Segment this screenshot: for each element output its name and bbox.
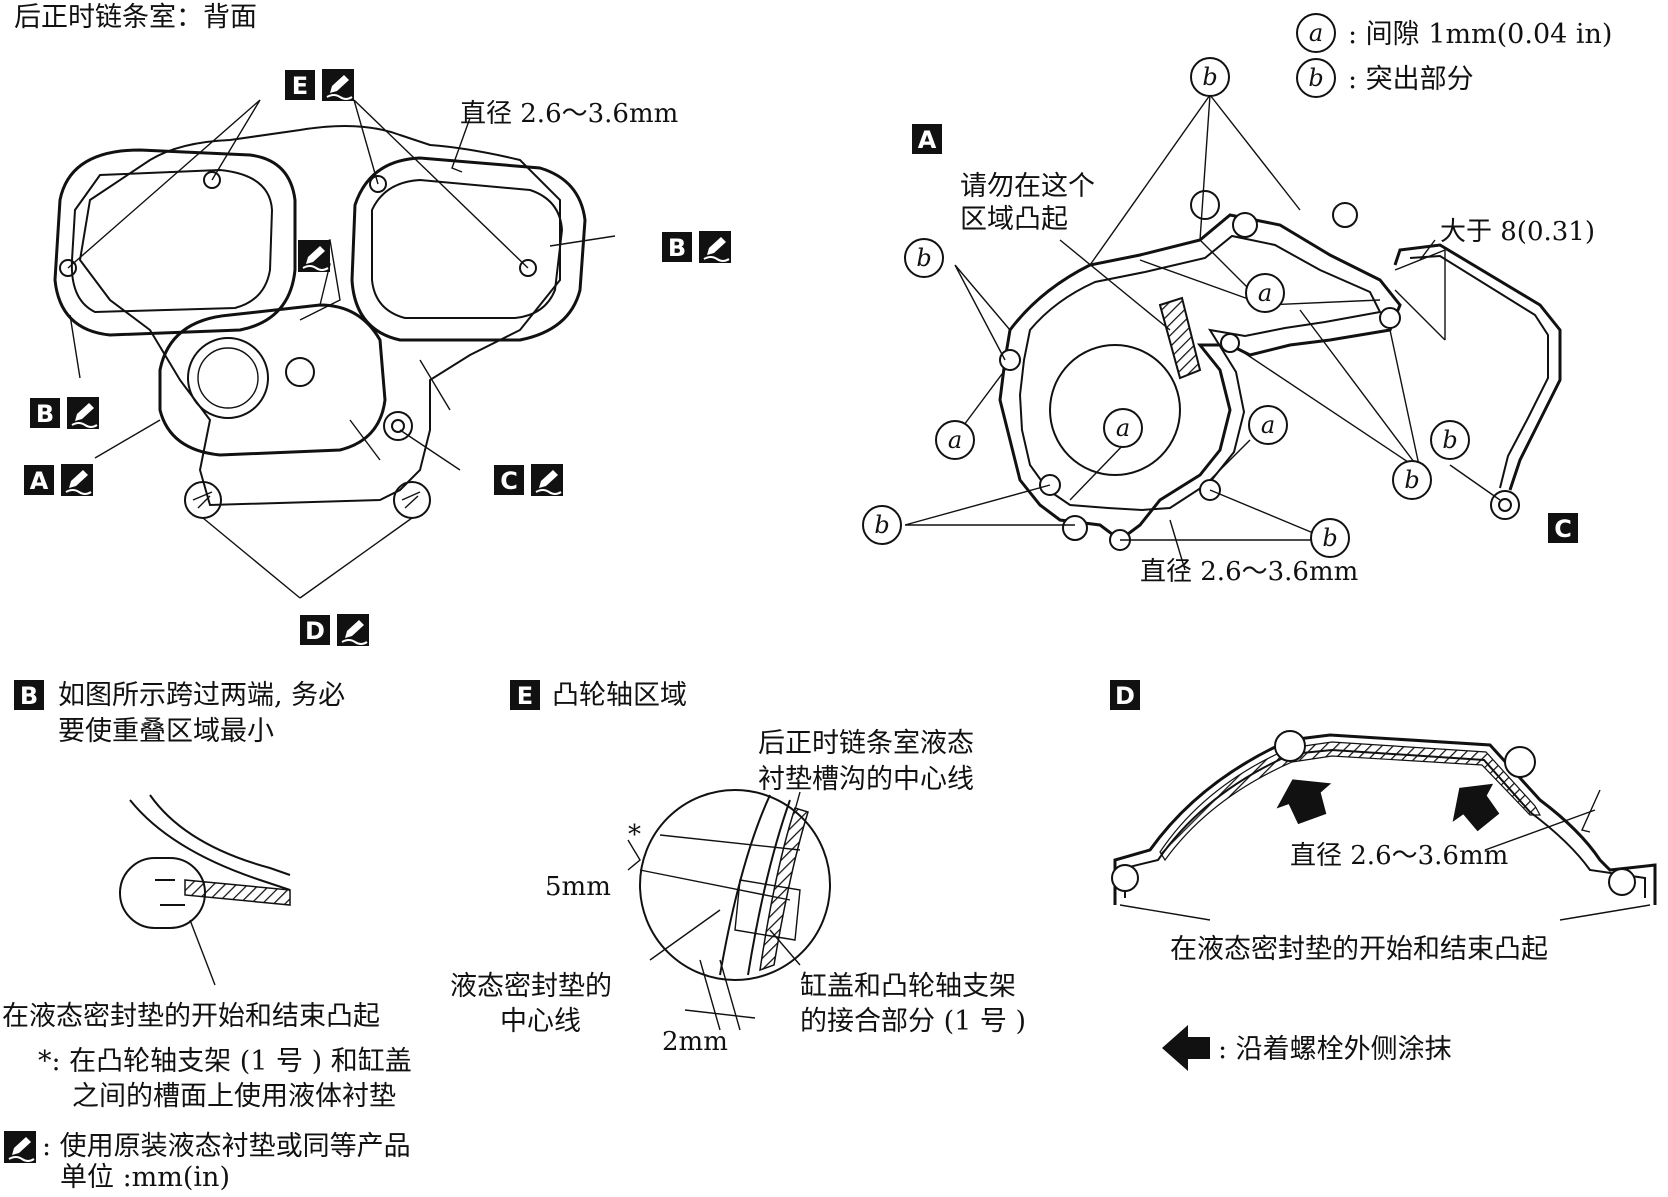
detail-d-diameter-label: 直径 2.6～3.6mm — [1290, 841, 1508, 871]
genuine-gasket-note: : 使用原装液态衬垫或同等产品 — [42, 1131, 411, 1162]
liquid-gasket-icon — [3, 1130, 37, 1164]
main-view-leaders — [67, 99, 616, 599]
liquid-gasket-icon — [336, 613, 370, 647]
liquid-gasket-icon — [60, 463, 94, 497]
detail-a-marker-b-top: b — [1190, 57, 1230, 97]
callout-E-letter: E — [517, 682, 533, 710]
svg-text:a: a — [948, 426, 962, 454]
svg-text:a: a — [1261, 411, 1275, 439]
detail-b-heading-1: 如图所示跨过两端, 务必 — [58, 680, 345, 711]
detail-e-dim-5mm: 5mm — [545, 872, 611, 902]
callout-D-letter: D — [305, 617, 325, 645]
legend-b-text: : 突出部分 — [1348, 64, 1474, 95]
detail-b-heading-2: 要使重叠区域最小 — [58, 716, 274, 747]
arrow-left-icon — [1162, 1025, 1210, 1071]
callout-D-letter: D — [1115, 682, 1135, 710]
apply-outside-arrow-icon — [1276, 779, 1332, 825]
detail-e-header: E 凸轮轴区域 — [510, 680, 687, 711]
callout-E-letter: E — [292, 72, 308, 100]
callout-C-letter: C — [1554, 515, 1572, 543]
callout-C-main: C — [494, 463, 564, 497]
callout-B-letter: B — [36, 400, 54, 428]
liquid-gasket-icon — [321, 68, 355, 102]
legend-a: a : 间隙 1mm(0.04 in) — [1296, 13, 1612, 53]
callout-B-letter: B — [668, 234, 686, 262]
callout-B-main-left: B — [30, 396, 100, 430]
arrow-legend-text: : 沿着螺栓外侧涂抹 — [1218, 1034, 1452, 1065]
greater-than-label: 大于 8(0.31) — [1440, 217, 1595, 247]
detail-a-marker-b-right: b — [1392, 460, 1432, 500]
detail-e-joint-label-2: 的接合部分 (1 号 ) — [800, 1006, 1026, 1037]
legend-a-text: : 间隙 1mm(0.04 in) — [1348, 19, 1612, 50]
callout-C-letter: C — [500, 467, 518, 495]
legend-a-key: a — [1309, 19, 1323, 47]
detail-d-drawing — [1111, 730, 1657, 921]
callout-B-letter: B — [20, 682, 38, 710]
svg-text:b: b — [1404, 466, 1419, 494]
detail-a-leaders — [904, 94, 1501, 571]
svg-text:b: b — [1322, 524, 1337, 552]
callout-C-detail: C — [1548, 513, 1578, 543]
svg-text:a: a — [1116, 414, 1130, 442]
detail-a-marker-b-bottom-left: b — [862, 505, 902, 545]
units-note: 单位 :mm(in) — [60, 1162, 230, 1193]
legend-b-key: b — [1308, 64, 1323, 92]
callout-D-main: D — [300, 613, 370, 647]
detail-b-header: B 如图所示跨过两端, 务必 要使重叠区域最小 — [14, 680, 345, 747]
svg-text:b: b — [874, 511, 889, 539]
detail-d-caption: 在液态密封垫的开始和结束凸起 — [1170, 934, 1548, 965]
svg-text:b: b — [916, 244, 931, 272]
detail-e-gasket-centerline-1: 液态密封垫的 — [450, 971, 612, 1002]
detail-a-marker-b-c: b — [1430, 420, 1470, 460]
callout-A-letter: A — [30, 467, 49, 495]
liquid-gasket-icon — [698, 230, 732, 264]
detail-a-diameter-label: 直径 2.6～3.6mm — [1140, 557, 1358, 587]
callout-B-main-right: B — [662, 230, 732, 264]
detail-a-marker-a-right: a — [1248, 405, 1288, 445]
detail-d-header: D — [1110, 680, 1140, 710]
detail-e-joint-label-1: 缸盖和凸轮轴支架 — [800, 971, 1016, 1002]
detail-a-marker-a-bottom: a — [1103, 408, 1143, 448]
callout-A-main: A — [24, 463, 94, 497]
detail-e-star: * — [628, 820, 641, 850]
callout-E-main: E — [285, 68, 355, 102]
do-not-protrude-label-2: 区域凸起 — [960, 204, 1068, 235]
svg-text:b: b — [1442, 426, 1457, 454]
legend-b: b : 突出部分 — [1296, 58, 1474, 98]
detail-a-marker-a-center: a — [1245, 273, 1285, 313]
liquid-gasket-icon — [66, 396, 100, 430]
main-diameter-label: 直径 2.6～3.6mm — [460, 99, 678, 129]
detail-e-dim-2mm: 2mm — [662, 1027, 728, 1057]
detail-e-drawing — [627, 789, 831, 1031]
detail-b-drawing — [119, 794, 291, 986]
do-not-protrude-label-1: 请勿在这个 — [960, 171, 1095, 202]
timing-chain-case-drawing — [53, 125, 587, 519]
detail-d-arrow-legend: : 沿着螺栓外侧涂抹 — [1162, 1025, 1452, 1071]
callout-A-detail: A — [912, 124, 942, 154]
detail-a-marker-b-left: b — [904, 238, 944, 278]
svg-text:b: b — [1202, 63, 1217, 91]
detail-e-gasket-centerline-2: 中心线 — [500, 1006, 581, 1037]
page-title: 后正时链条室：背面 — [14, 2, 257, 33]
detail-a-marker-b-bottom-right: b — [1310, 518, 1350, 558]
liquid-gasket-icon — [297, 239, 331, 273]
apply-outside-arrow-icon — [1452, 783, 1500, 832]
detail-e-centerline-label-2: 衬垫槽沟的中心线 — [758, 764, 974, 795]
callout-pen-center — [297, 239, 331, 273]
liquid-gasket-icon — [530, 463, 564, 497]
detail-b-caption: 在液态密封垫的开始和结束凸起 — [2, 1001, 380, 1032]
detail-e-heading: 凸轮轴区域 — [552, 680, 687, 711]
callout-A-letter: A — [918, 126, 937, 154]
svg-text:a: a — [1258, 279, 1272, 307]
detail-a-marker-a-left: a — [935, 420, 975, 460]
star-note-1: *: 在凸轮轴支架 (1 号 ) 和缸盖 — [38, 1046, 412, 1077]
detail-e-centerline-label-1: 后正时链条室液态 — [758, 728, 974, 759]
star-note-2: 之间的槽面上使用液体衬垫 — [72, 1081, 396, 1112]
